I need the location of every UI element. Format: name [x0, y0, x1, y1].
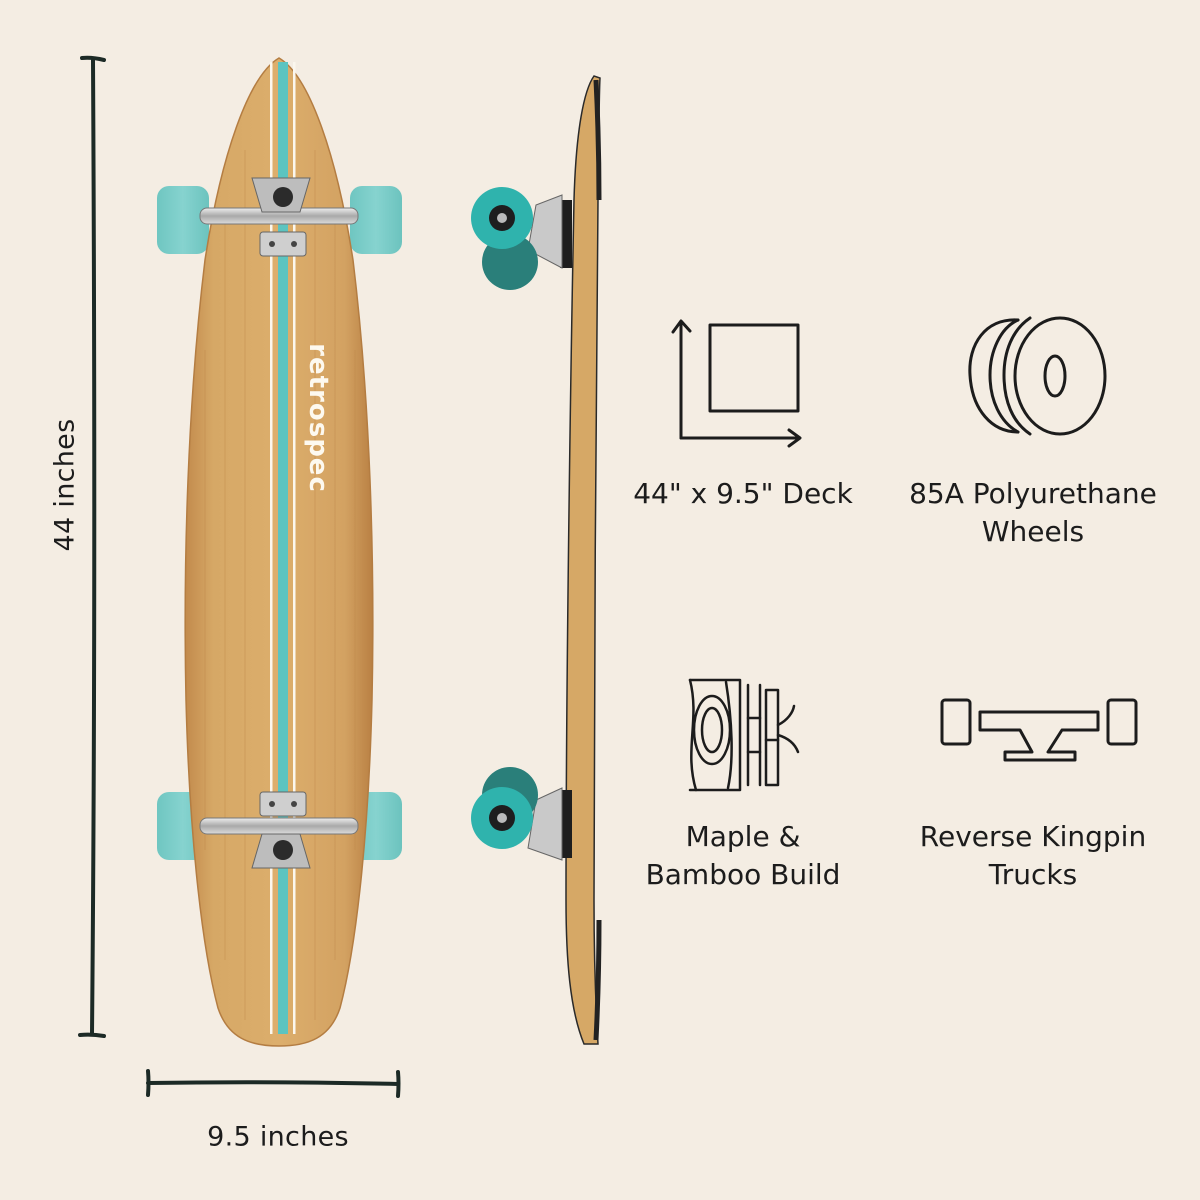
wheel-icon [968, 316, 1107, 436]
center-stripe [270, 62, 296, 1034]
feature-deck-caption: 44" x 9.5" Deck [593, 475, 893, 513]
feature-trucks-caption: Reverse Kingpin Trucks [883, 818, 1183, 894]
rear-truck [199, 791, 359, 869]
width-label: 9.5 inches [207, 1121, 349, 1153]
feature-trucks-line-1: Reverse Kingpin [919, 820, 1147, 853]
longboard-top-view [157, 57, 402, 1047]
deck-profile [565, 75, 601, 1045]
brand-logo: retrospec [303, 343, 333, 493]
feature-deck-line-1: 44" x 9.5" Deck [633, 477, 853, 510]
feature-wheels-line-1: 85A Polyurethane [909, 477, 1157, 510]
feature-trucks-line-2: Trucks [988, 858, 1078, 891]
feature-wheels-line-2: Wheels [981, 515, 1085, 548]
front-wheels [157, 186, 402, 254]
side-front-truck [471, 187, 572, 290]
feature-build-line-1: Maple & [685, 820, 801, 853]
truck-icon [940, 698, 1138, 762]
wood-bamboo-icon [688, 678, 800, 792]
width-dimension-line [146, 1069, 401, 1098]
side-rear-truck [471, 767, 572, 861]
feature-build-caption: Maple & Bamboo Build [593, 818, 893, 894]
deck-size-icon [671, 319, 802, 448]
bamboo-grain [204, 150, 356, 1020]
feature-wheels-caption: 85A Polyurethane Wheels [883, 475, 1183, 551]
height-label: 44 inches [49, 418, 81, 552]
longboard-side-view [471, 75, 602, 1045]
height-dimension-line [78, 55, 106, 1038]
feature-build-line-2: Bamboo Build [645, 858, 841, 891]
front-truck [199, 177, 359, 257]
